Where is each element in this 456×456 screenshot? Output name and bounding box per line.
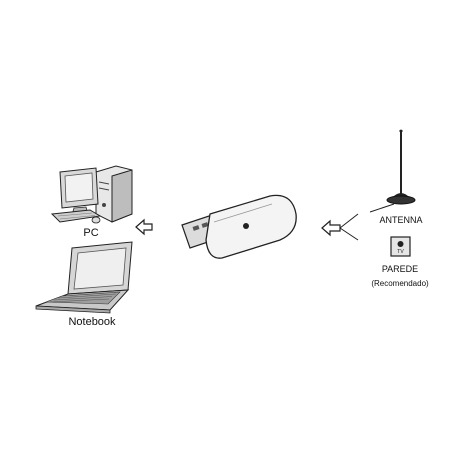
tv-outlet-label: TV bbox=[397, 249, 404, 255]
wall-label: PAREDE bbox=[381, 264, 419, 274]
desktop-computer-icon bbox=[50, 165, 133, 224]
wall-tv-outlet-icon bbox=[390, 236, 411, 257]
recommended-label: (Recomendado) bbox=[371, 279, 429, 288]
usb-tv-stick-icon bbox=[181, 194, 297, 259]
pc-label: PC bbox=[83, 227, 99, 239]
antenna-label: ANTENNA bbox=[379, 215, 423, 225]
laptop-icon bbox=[35, 241, 133, 314]
arrow-left-icon bbox=[135, 218, 153, 236]
arrow-left-icon bbox=[321, 213, 359, 241]
antenna-icon bbox=[369, 129, 416, 213]
notebook-label: Notebook bbox=[68, 316, 116, 328]
